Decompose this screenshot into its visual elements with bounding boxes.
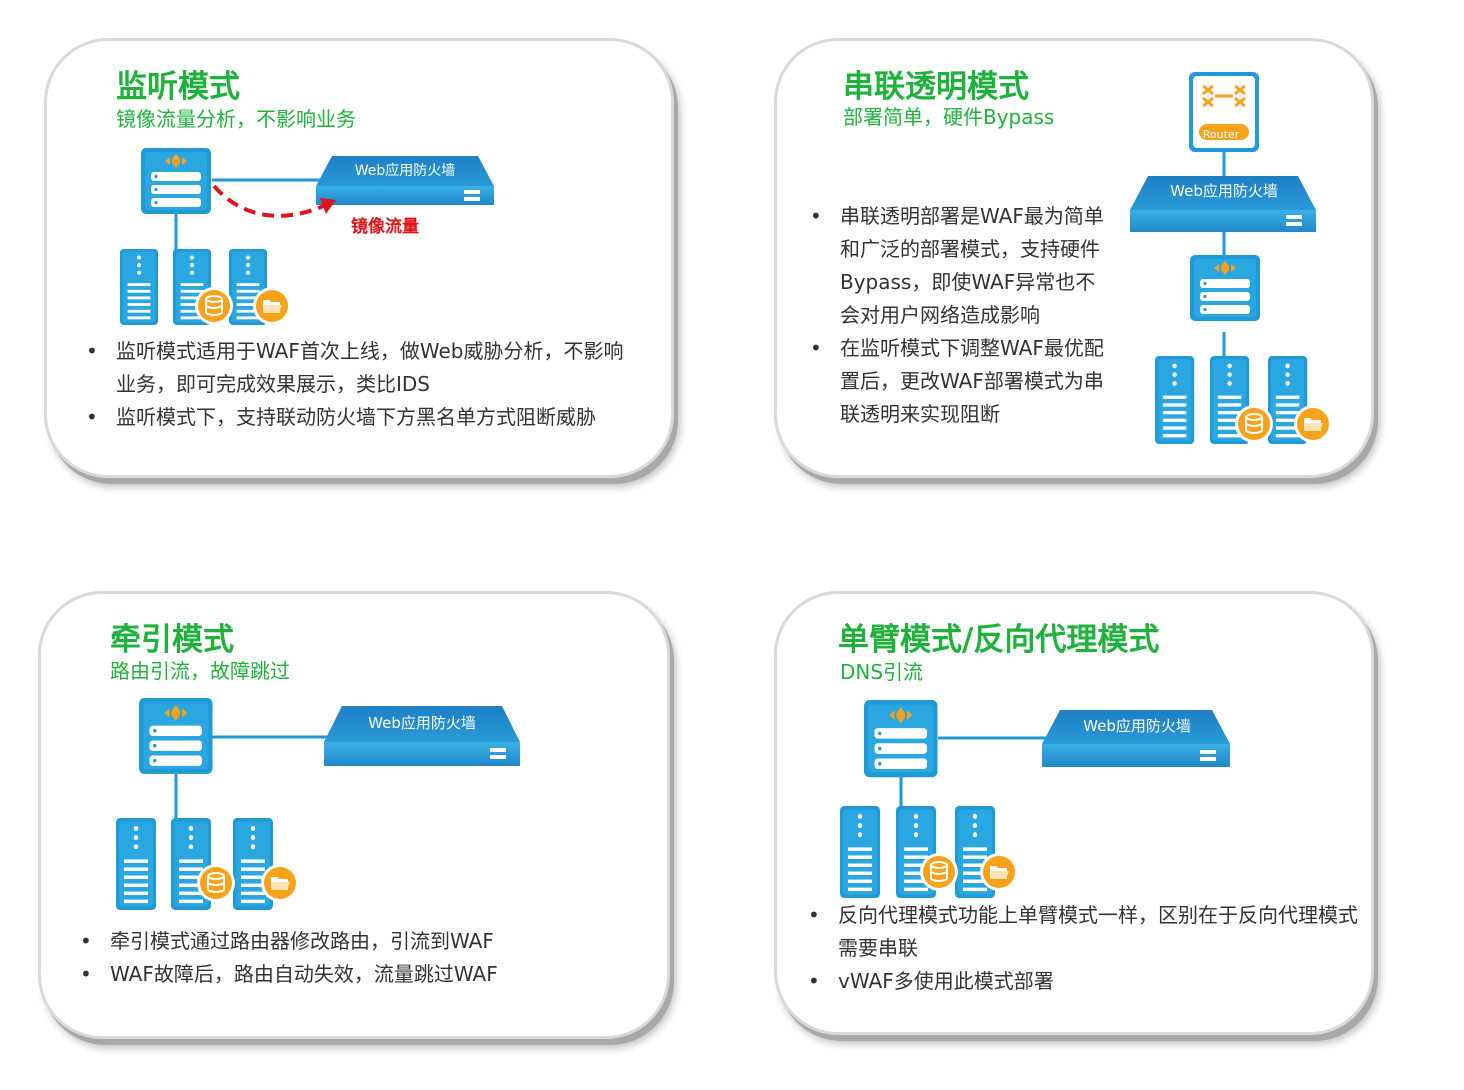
bullet-item: 监听模式下，支持联动防火墙下方黑名单方式阻断威胁 [86,401,626,434]
panel-subtitle: 镜像流量分析，不影响业务 [116,107,356,131]
bullet-item: vWAF多使用此模式部署 [808,965,1368,998]
panel-bullets: 反向代理模式功能上单臂模式一样，区别在于反向代理模式需要串联 vWAF多使用此模… [808,899,1368,998]
panel-title: 串联透明模式 [843,69,1029,105]
panel-title: 牵引模式 [110,622,234,658]
panel-bullets: 串联透明部署是WAF最为简单和广泛的部署模式，支持硬件Bypass，即使WAF异… [810,200,1112,431]
panel-subtitle: DNS引流 [840,660,924,684]
bullet-item: 在监听模式下调整WAF最优配置后，更改WAF部署模式为串联透明来实现阻断 [810,332,1112,431]
bullet-item: 牵引模式通过路由器修改路由，引流到WAF [80,925,640,958]
bullet-item: WAF故障后，路由自动失效，流量跳过WAF [80,958,640,991]
bullet-item: 监听模式适用于WAF首次上线，做Web威胁分析，不影响业务，即可完成效果展示，类… [86,335,626,401]
panel-title: 监听模式 [116,69,240,105]
panel-subtitle: 部署简单，硬件Bypass [843,105,1055,129]
panel-title: 单臂模式/反向代理模式 [838,622,1160,658]
panel-bullets: 牵引模式通过路由器修改路由，引流到WAF WAF故障后，路由自动失效，流量跳过W… [80,925,640,991]
bullet-item: 串联透明部署是WAF最为简单和广泛的部署模式，支持硬件Bypass，即使WAF异… [810,200,1112,332]
panel-subtitle: 路由引流，故障跳过 [110,659,290,683]
panel-bullets: 监听模式适用于WAF首次上线，做Web威胁分析，不影响业务，即可完成效果展示，类… [86,335,626,434]
bullet-item: 反向代理模式功能上单臂模式一样，区别在于反向代理模式需要串联 [808,899,1368,965]
